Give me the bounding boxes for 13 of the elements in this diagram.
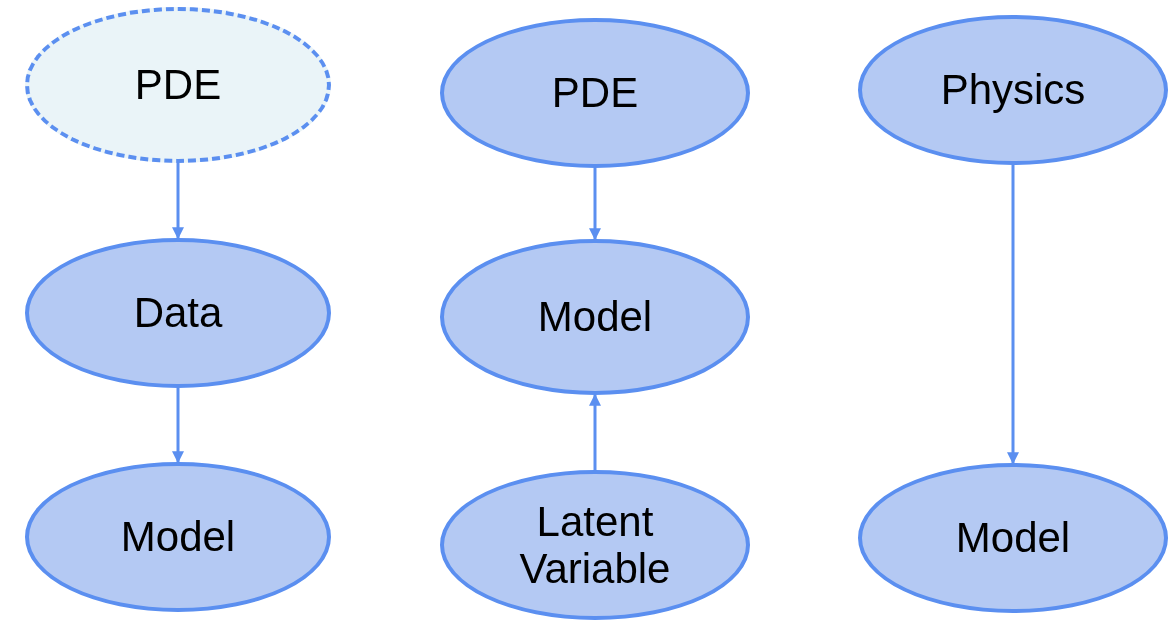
arrow: [589, 168, 601, 241]
arrow: [589, 393, 601, 470]
node-label: Latent Variable: [518, 497, 672, 593]
node-label: Model: [120, 513, 236, 561]
node-label: Model: [537, 293, 653, 341]
node-label: Data: [133, 289, 223, 337]
node-label: Model: [955, 514, 1071, 562]
arrow: [172, 388, 184, 464]
node-label: PDE: [551, 69, 639, 117]
node-label: Physics: [940, 66, 1086, 114]
arrow: [172, 163, 184, 240]
node-label: PDE: [134, 61, 222, 109]
arrow: [1007, 165, 1019, 465]
